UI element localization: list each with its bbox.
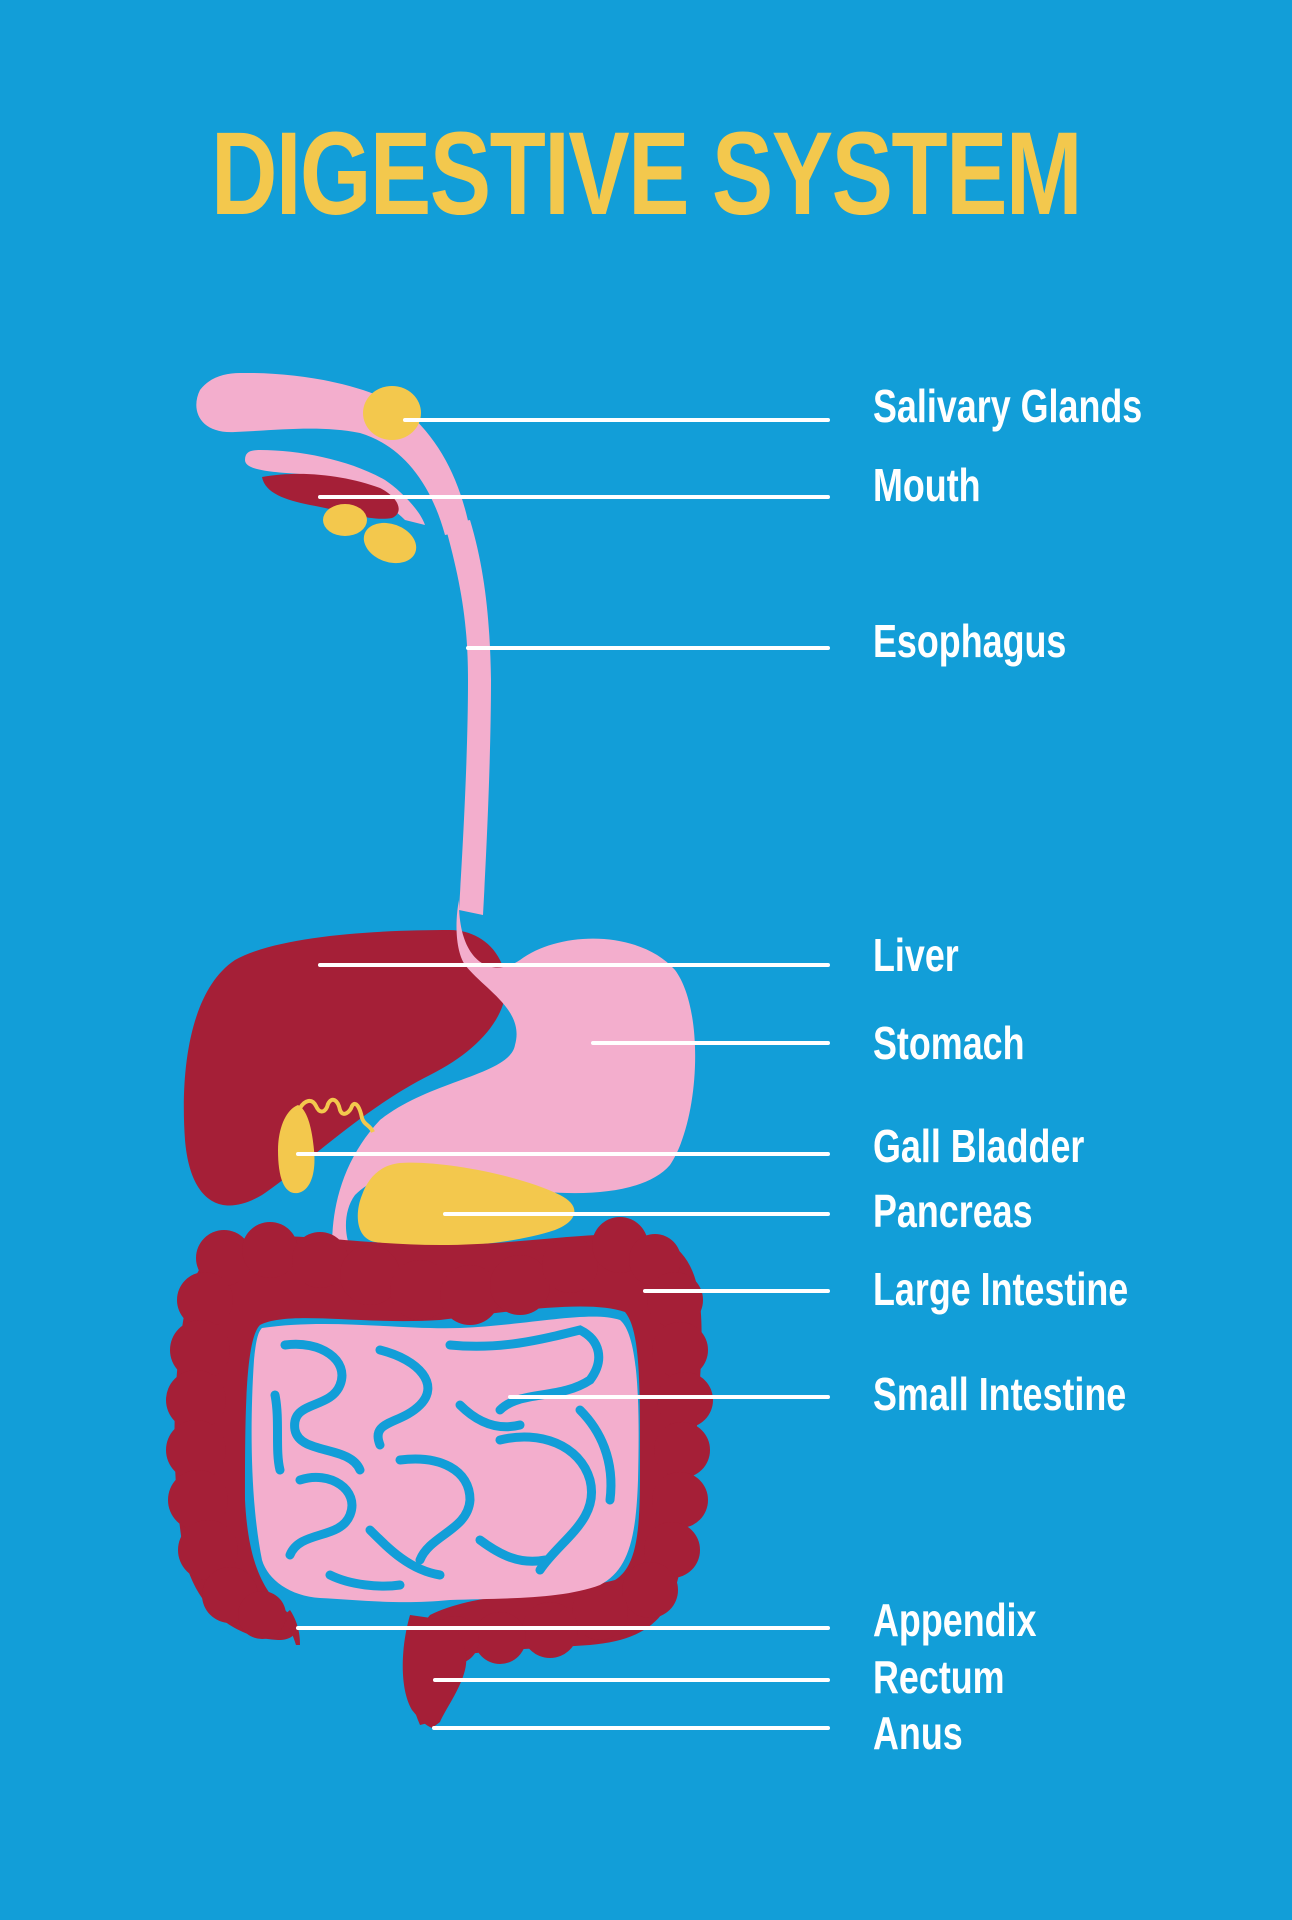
label-liver: Liver xyxy=(873,929,959,981)
label-large-intestine: Large Intestine xyxy=(873,1263,1129,1315)
label-rectum: Rectum xyxy=(873,1651,1005,1703)
leader-lines xyxy=(296,418,830,1730)
pancreas-shape xyxy=(357,1162,575,1247)
label-stomach: Stomach xyxy=(873,1017,1025,1069)
label-anus: Anus xyxy=(873,1707,963,1759)
salivary-glands-shape xyxy=(323,386,421,564)
upper-tract xyxy=(196,372,491,915)
label-small-intestine: Small Intestine xyxy=(873,1368,1127,1420)
label-appendix: Appendix xyxy=(873,1594,1037,1646)
small-intestine-shape xyxy=(251,1316,639,1603)
liver-shape xyxy=(183,930,507,1206)
label-salivary-glands: Salivary Glands xyxy=(873,380,1143,432)
large-intestine-shape xyxy=(166,1217,713,1725)
label-mouth: Mouth xyxy=(873,459,981,511)
label-esophagus: Esophagus xyxy=(873,615,1067,667)
gall-bladder-shape xyxy=(278,1105,315,1194)
esophagus-shape xyxy=(445,520,491,915)
diagram-title: DIGESTIVE SYSTEM xyxy=(210,108,1083,240)
tongue-upper-shape xyxy=(245,450,425,525)
rectum-shape xyxy=(402,1615,467,1728)
label-gall-bladder: Gall Bladder xyxy=(873,1120,1085,1172)
bile-duct-shape xyxy=(298,1097,375,1133)
label-pancreas: Pancreas xyxy=(873,1185,1033,1237)
